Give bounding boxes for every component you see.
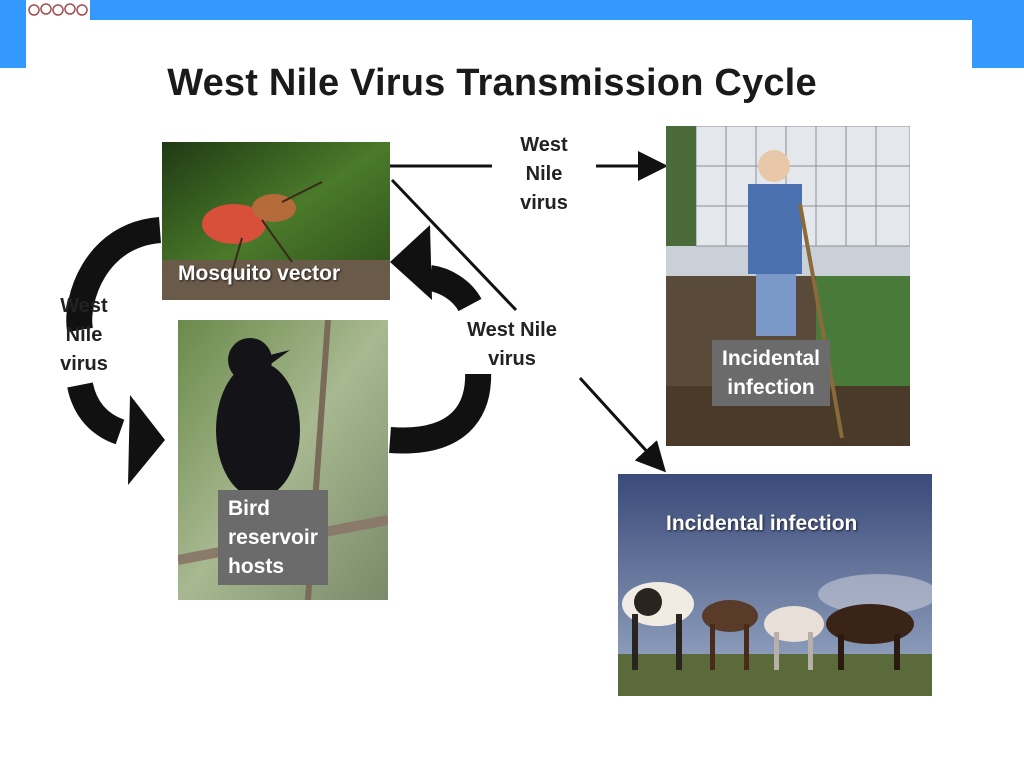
virus-label-middle-line-1: West Nile [467, 319, 557, 341]
left-header-tab [0, 20, 26, 68]
bird-label-line-1: Bird [228, 497, 270, 520]
bird-label: Bird reservoir hosts [218, 490, 328, 585]
slide-title: West Nile Virus Transmission Cycle [167, 62, 817, 104]
virus-label-top-line-3: virus [520, 192, 568, 214]
arrow-mosquito-to-bird [66, 217, 162, 333]
arrow-label-to-horses [578, 376, 667, 473]
bird-photo: Bird reservoir hosts [178, 320, 388, 600]
arrow-bird-to-mosquito-upper [427, 265, 482, 312]
mosquito-label: Mosquito vector [178, 262, 341, 285]
virus-label-left-line-2: Nile [65, 324, 103, 346]
human-label: Incidental infection [712, 340, 831, 406]
arrow-bird-to-mosquito [389, 369, 492, 454]
right-header-tab [972, 20, 1024, 68]
human-label-line-2: infection [727, 376, 815, 399]
bird-label-line-2: reservoir [228, 526, 318, 549]
mosquito-photo: Mosquito vector [162, 142, 390, 300]
virus-label-left: West Nile virus [36, 292, 132, 379]
arrow-head-to-mosquito [390, 225, 432, 300]
arrow-mosquito-to-bird-lower [67, 381, 125, 445]
horses-label: Incidental infection [666, 512, 858, 535]
arrow-head-to-bird [128, 395, 165, 485]
human-label-line-1: Incidental [722, 347, 821, 370]
virus-label-middle: West Nile virus [448, 316, 576, 374]
virus-label-left-line-3: virus [60, 353, 108, 375]
horses-icon [622, 582, 914, 670]
bird-icon [216, 362, 300, 498]
logo-icon [26, 0, 90, 20]
virus-label-top-line-1: West [520, 134, 568, 156]
virus-label-top-line-2: Nile [525, 163, 563, 185]
line-mosquito-diagonal [390, 178, 518, 312]
person-icon [748, 184, 802, 274]
horses-photo: Incidental infection [618, 474, 932, 696]
mosquito-icon [202, 204, 266, 244]
virus-label-middle-line-2: virus [488, 348, 536, 370]
virus-label-top: West Nile virus [496, 131, 592, 218]
bird-label-line-3: hosts [228, 555, 285, 578]
virus-label-left-line-1: West [60, 295, 108, 317]
human-photo: Incidental infection [666, 126, 910, 446]
header-bar [0, 0, 1024, 20]
